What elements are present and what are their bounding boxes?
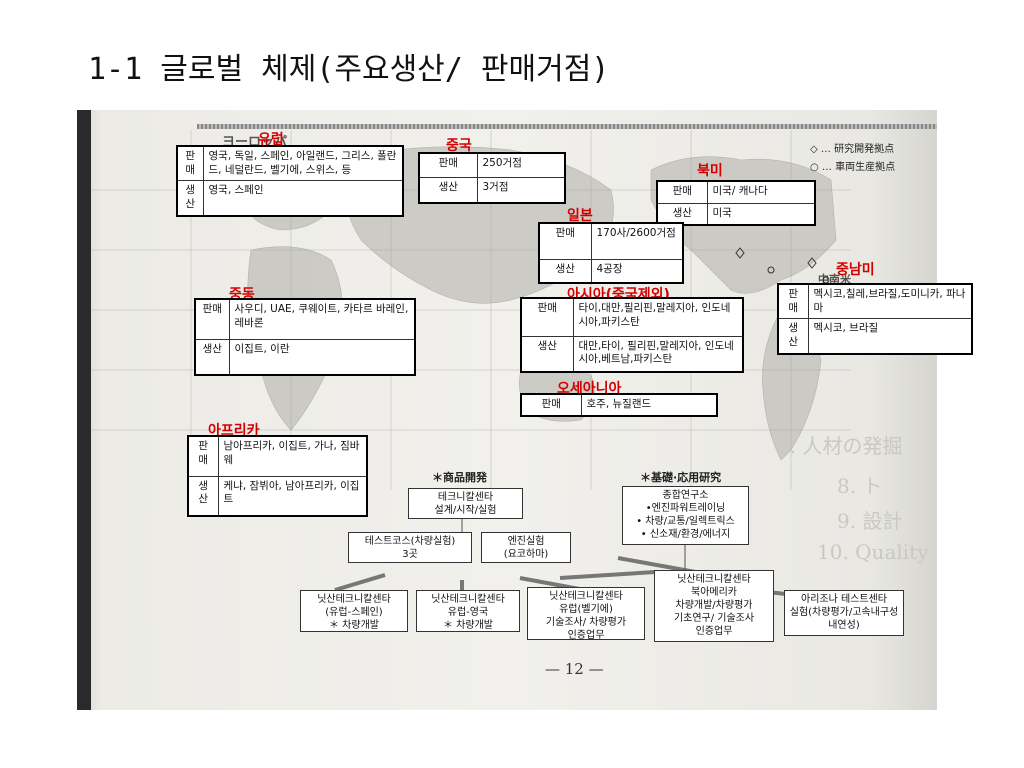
- page-number: — 12 —: [545, 660, 604, 678]
- legend-rd: ◇ … 研究開発拠点: [810, 144, 895, 155]
- na-center-box: 닛산테크니칼센타 북아메리카 차량개발/차량평가 기초연구/ 기술조사 인증업무: [654, 570, 774, 642]
- region-label-europe: 유럽: [258, 132, 284, 148]
- product-dev-label: ＊商品開発: [432, 471, 487, 484]
- tech-center-box: 테크니칼센타 설계/시작/실험: [408, 488, 523, 519]
- legend-production: ○ … 車両生産拠点: [810, 162, 896, 173]
- test-course-box: 테스트코스(차량실험) 3곳: [348, 532, 472, 563]
- rd-marker-icon: [735, 247, 745, 259]
- prod-marker-icon: [767, 266, 775, 274]
- spain-center-box: 닛산테크니칼센타 (유럽-스페인) ＊ 차량개발: [300, 590, 408, 632]
- ghost-label-south-america: 中南米: [818, 273, 851, 286]
- background-text-2: 9. 設計: [837, 509, 903, 533]
- rd-marker-icon: [807, 257, 817, 269]
- background-text-4: 7. 人材の発掘: [777, 434, 903, 458]
- region-label-china: 중국: [446, 138, 472, 154]
- region-label-north-america: 북미: [697, 163, 723, 179]
- circle-icon: ○: [810, 162, 819, 173]
- background-text-1: 8. ト: [837, 474, 883, 498]
- diamond-icon: ◇: [810, 144, 818, 155]
- arizona-center-box: 아리조나 테스트센타 실험(차량평가/고속내구성 내연성): [784, 590, 904, 636]
- region-label-japan: 일본: [567, 208, 593, 224]
- region-label-latin-america: 중남미: [836, 262, 875, 278]
- research-label: ＊基礎·応用研究: [640, 471, 722, 484]
- uk-center-box: 닛산테크니칼센타 유럽-영국 ＊ 차량개발: [416, 590, 520, 632]
- scan-left-edge: [77, 110, 91, 710]
- figure-top-rule: [197, 124, 937, 129]
- belgium-center-box: 닛산테크니칼센타 유럽(벨기에) 기술조사/ 차량평가 인증업무: [527, 587, 645, 641]
- page-title: 1-1 글로벌 체제(주요생산/ 판매거점): [88, 52, 610, 87]
- engine-test-box: 엔진실험 (요코하마): [481, 532, 571, 563]
- background-text-3: 10. Quality: [817, 540, 929, 564]
- research-center-box: 종합연구소 •엔진파워트레이닝 • 차량/교통/일렉트릭스 • 신소재/환경/에…: [622, 486, 749, 545]
